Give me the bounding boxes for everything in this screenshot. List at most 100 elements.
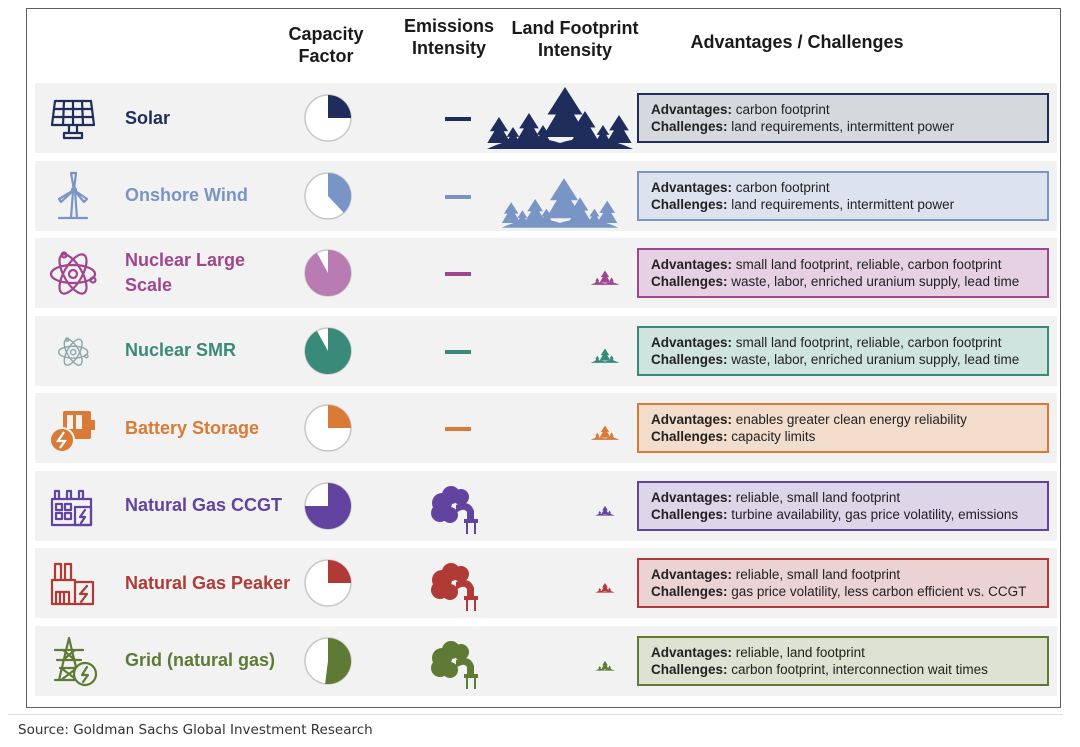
capacity-factor-pie	[303, 326, 353, 376]
pie-slice	[328, 405, 351, 428]
low-emissions-dash	[445, 427, 471, 431]
challenges-label: Challenges:	[651, 351, 728, 367]
challenges-label: Challenges:	[651, 429, 728, 444]
advantages-text: enables greater clean energy reliability	[735, 412, 967, 427]
emissions-intensity-indicator	[420, 640, 500, 693]
capacity-factor-pie	[303, 403, 353, 453]
land-footprint-indicator	[485, 83, 635, 153]
advantages-challenges-box: Advantages: reliable, land footprint Cha…	[637, 635, 1049, 686]
advantages-text: small land footprint, reliable, carbon f…	[735, 334, 1002, 350]
technology-name: Nuclear Large Scale	[125, 250, 246, 295]
advantages-text: reliable, small land footprint	[735, 567, 901, 582]
advantages-label: Advantages:	[651, 567, 733, 582]
advantages-line: Advantages: reliable, small land footpri…	[651, 489, 1047, 506]
low-emissions-dash	[445, 272, 471, 276]
advantages-label: Advantages:	[651, 334, 733, 350]
capacity-factor-pie	[303, 171, 353, 221]
land-footprint-indicator	[485, 548, 635, 618]
challenges-line: Challenges: capacity limits	[651, 428, 1047, 445]
land-footprint-indicator	[485, 161, 635, 231]
advantages-text: carbon footprint	[735, 102, 830, 117]
source-note: Source: Goldman Sachs Global Investment …	[18, 722, 373, 738]
advantages-challenges-box: Advantages: reliable, small land footpri…	[637, 558, 1049, 608]
technology-name: Solar	[125, 107, 171, 128]
technology-name: Natural Gas Peaker	[125, 572, 291, 593]
power-tower-icon	[47, 636, 99, 688]
trees-icon	[590, 348, 620, 363]
advantages-challenges-box: Advantages: enables greater clean energy…	[637, 403, 1049, 453]
pie-slice	[328, 560, 351, 583]
challenges-label: Challenges:	[651, 119, 728, 134]
wind-turbine-icon	[47, 171, 99, 223]
challenges-label: Challenges:	[651, 661, 728, 677]
header-advantages-challenges: Advantages / Challenges	[690, 32, 904, 52]
advantages-label: Advantages:	[651, 179, 733, 195]
header-capacity-factor: Capacity Factor	[288, 24, 364, 66]
land-footprint-indicator	[485, 393, 635, 463]
low-emissions-dash	[445, 117, 471, 121]
challenges-line: Challenges: turbine availability, gas pr…	[651, 506, 1047, 523]
pie-slice	[305, 482, 351, 529]
emissions-intensity-indicator	[420, 485, 500, 538]
pie-slice	[304, 250, 351, 296]
land-footprint-indicator	[485, 316, 635, 386]
solar-panel-icon	[47, 93, 99, 145]
trees-icon	[595, 505, 615, 516]
capacity-factor-pie	[303, 636, 353, 686]
pie-slice	[325, 637, 351, 684]
table-row: Grid (natural gas) Advantages: reliable,…	[35, 625, 1057, 696]
challenges-text: land requirements, intermittent power	[731, 196, 955, 212]
challenges-line: Challenges: carbon footprint, interconne…	[651, 661, 1047, 678]
technology-name: Nuclear SMR	[125, 340, 237, 360]
capacity-factor-pie	[303, 481, 353, 531]
advantages-challenges-box: Advantages: carbon footprint Challenges:…	[637, 93, 1049, 143]
pie-slice	[304, 327, 351, 374]
trees-icon	[590, 270, 620, 285]
challenges-label: Challenges:	[651, 584, 728, 599]
table-row: Nuclear SMR Advantages: small land footp…	[35, 315, 1057, 386]
advantages-label: Advantages:	[651, 102, 733, 117]
technology-name: Natural Gas CCGT	[125, 495, 283, 515]
advantages-text: reliable, land footprint	[735, 644, 865, 660]
challenges-text: waste, labor, enriched uranium supply, l…	[731, 274, 1020, 289]
challenges-text: waste, labor, enriched uranium supply, l…	[731, 351, 1020, 367]
advantages-line: Advantages: small land footprint, reliab…	[651, 256, 1047, 273]
low-emissions-dash	[445, 349, 471, 354]
advantages-line: Advantages: small land footprint, reliab…	[651, 334, 1047, 351]
challenges-line: Challenges: waste, labor, enriched urani…	[651, 351, 1047, 368]
table-row: Onshore Wind Advantages: carbon footprin…	[35, 160, 1057, 231]
trees-icon	[501, 177, 619, 228]
challenges-label: Challenges:	[651, 506, 728, 522]
header-emissions-intensity: Emissions Intensity	[403, 16, 495, 58]
challenges-label: Challenges:	[651, 196, 728, 212]
advantages-challenges-box: Advantages: small land footprint, reliab…	[637, 248, 1049, 298]
challenges-line: Challenges: waste, labor, enriched urani…	[651, 273, 1047, 290]
table-row: Natural Gas CCGT Advantages: reliable, s…	[35, 470, 1057, 541]
capacity-factor-pie	[303, 558, 353, 608]
table-row: Natural Gas Peaker Advantages: reliable,…	[35, 548, 1057, 618]
emissions-intensity-indicator	[420, 253, 500, 295]
emissions-intensity-indicator	[420, 563, 500, 615]
challenges-text: gas price volatility, less carbon effici…	[731, 584, 1027, 599]
battery-icon	[47, 403, 99, 455]
advantages-line: Advantages: reliable, land footprint	[651, 644, 1047, 661]
gas-plant-icon	[47, 481, 99, 533]
advantages-challenges-box: Advantages: carbon footprint Challenges:…	[637, 170, 1049, 221]
advantages-label: Advantages:	[651, 644, 733, 660]
emissions-intensity-indicator	[420, 331, 500, 373]
challenges-text: carbon footprint, interconnection wait t…	[731, 661, 988, 677]
challenges-line: Challenges: gas price volatility, less c…	[651, 583, 1047, 600]
advantages-line: Advantages: reliable, small land footpri…	[651, 566, 1047, 583]
challenges-text: turbine availability, gas price volatili…	[731, 506, 1019, 522]
advantages-challenges-box: Advantages: small land footprint, reliab…	[637, 325, 1049, 376]
advantages-line: Advantages: enables greater clean energy…	[651, 411, 1047, 428]
advantages-label: Advantages:	[651, 257, 733, 272]
land-footprint-indicator	[485, 238, 635, 308]
challenges-line: Challenges: land requirements, intermitt…	[651, 118, 1047, 135]
trees-icon	[595, 582, 615, 593]
challenges-line: Challenges: land requirements, intermitt…	[651, 196, 1047, 213]
comparison-table: Capacity Factor Emissions Intensity Land…	[26, 8, 1061, 708]
challenges-label: Challenges:	[651, 274, 728, 289]
emissions-intensity-indicator	[420, 408, 500, 450]
smokestack-cloud-icon	[431, 640, 478, 678]
